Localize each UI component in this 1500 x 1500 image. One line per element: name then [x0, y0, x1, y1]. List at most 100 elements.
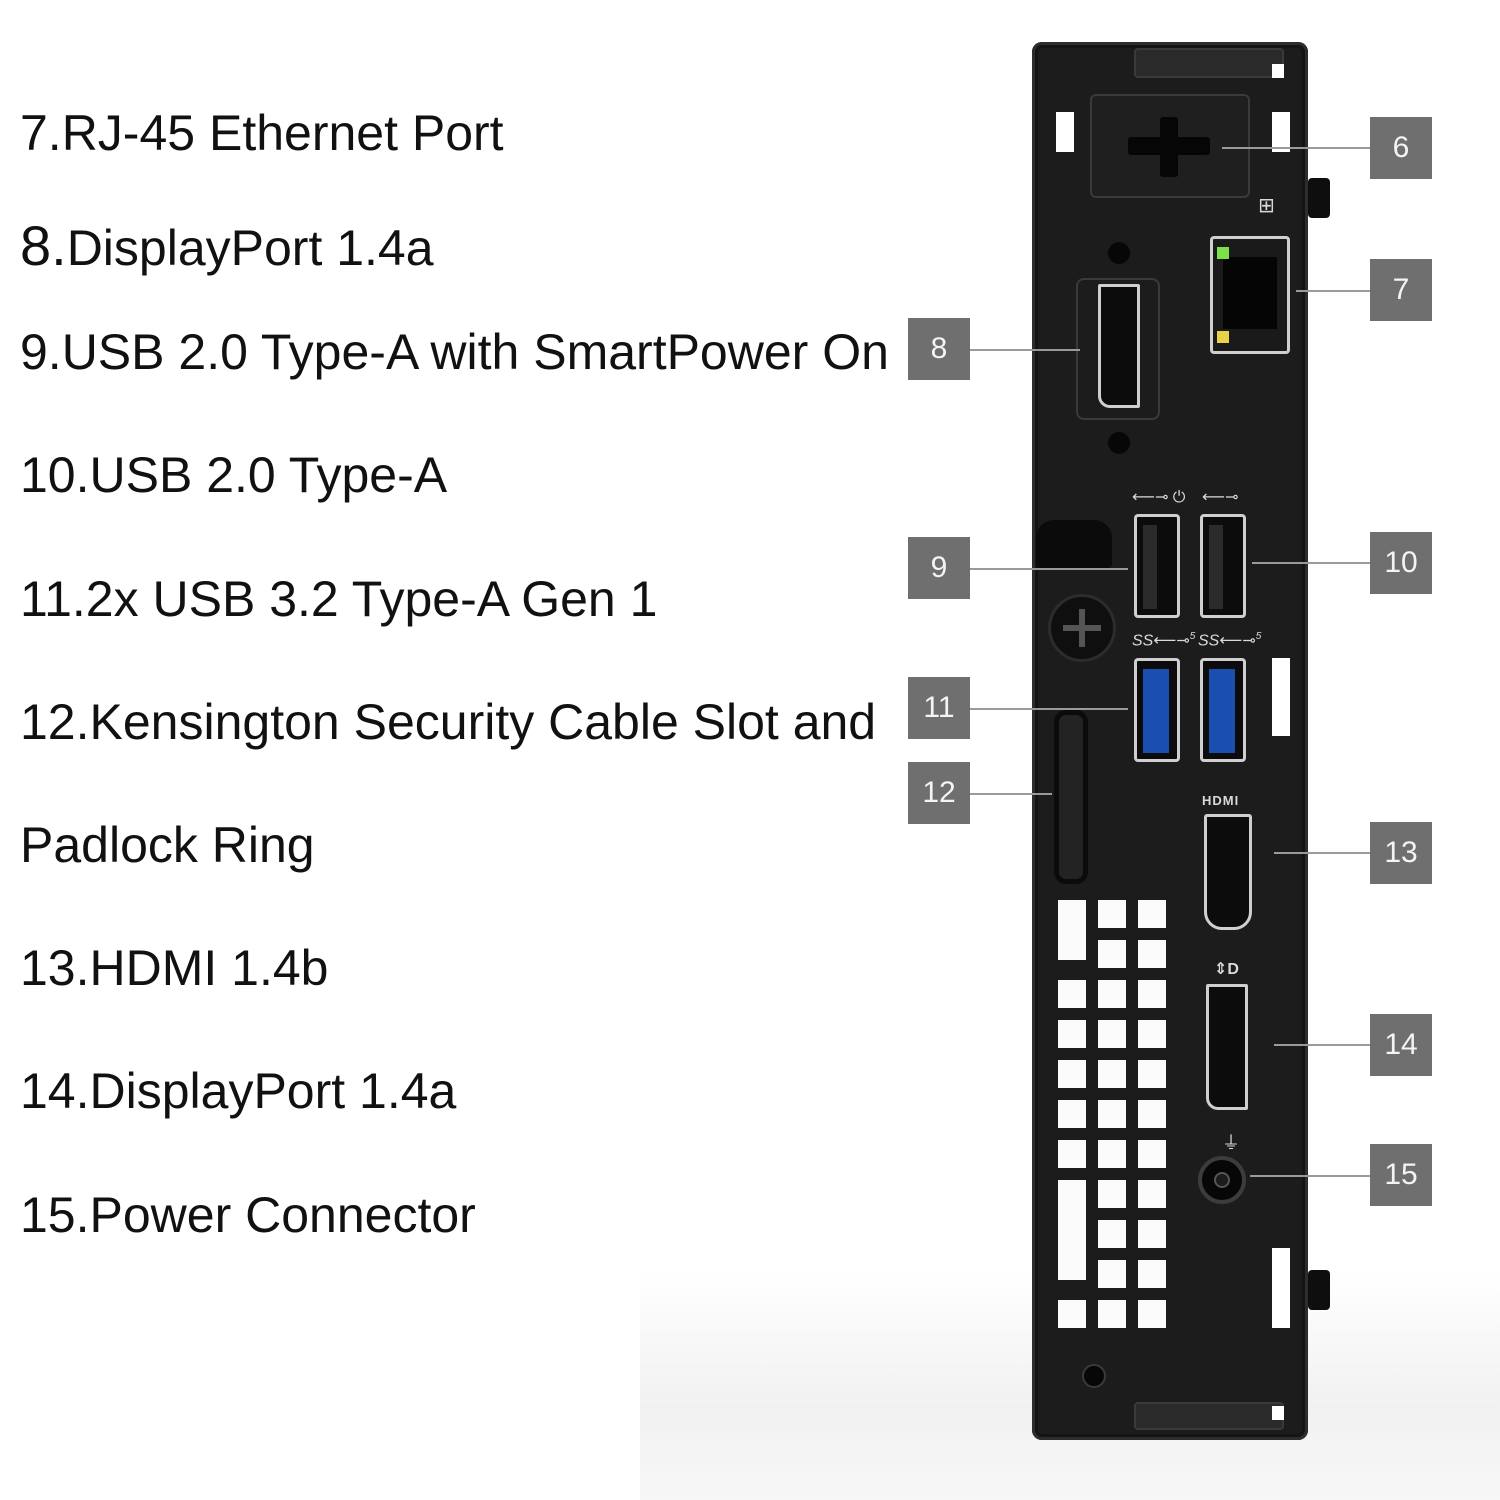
displayport-bottom [1206, 984, 1248, 1110]
screw-hole [1108, 242, 1130, 264]
kensington-lock-icon [1036, 520, 1112, 568]
vent-slot [1098, 1140, 1126, 1168]
legend-text: RJ-45 Ethernet Port [61, 105, 504, 161]
vent-slot [1058, 1180, 1086, 1280]
legend-item-9: 9. USB 2.0 Type-A with SmartPower On [20, 327, 889, 377]
antenna-cover [1090, 94, 1250, 198]
vent-slot [1058, 1060, 1086, 1088]
superspeed-label: SS [1198, 632, 1220, 650]
vent-slot [1098, 980, 1126, 1008]
side-screw-icon [1308, 1270, 1330, 1310]
callout-11: 11 [908, 677, 970, 739]
superspeed-icon: SS⟵⊸5 [1132, 631, 1196, 650]
legend-text: Padlock Ring [20, 817, 315, 873]
hdmi-label: HDMI [1202, 793, 1240, 808]
usb-tongue [1209, 525, 1223, 609]
vent-slot [1138, 1100, 1166, 1128]
legend-text: 2x USB 3.2 Type-A Gen 1 [85, 571, 658, 627]
ethernet-port [1210, 236, 1290, 354]
usb2-smartpower-port [1134, 514, 1180, 618]
vent-slot [1138, 1020, 1166, 1048]
legend-item-12: 12. Kensington Security Cable Slot and [20, 697, 876, 747]
callout-14: 14 [1370, 1014, 1432, 1076]
leader-line [1296, 290, 1370, 292]
legend-item-7: 7. RJ-45 Ethernet Port [20, 108, 504, 158]
legend-text: USB 2.0 Type-A with SmartPower On [61, 324, 889, 380]
network-icon: ⊞ [1258, 195, 1275, 217]
ethernet-led-green-icon [1217, 247, 1229, 259]
vent-slot [1098, 1220, 1126, 1248]
legend-text: DisplayPort 1.4a [66, 220, 434, 276]
vent-slot [1138, 1180, 1166, 1208]
power-plug-icon: ⏚ [1222, 1133, 1240, 1153]
vent-slot [1058, 1100, 1086, 1128]
usb-icon: ⟵⊸ [1202, 489, 1239, 506]
legend-number: 15. [20, 1187, 90, 1243]
vent-slot [1138, 940, 1166, 968]
vent-slot [1098, 940, 1126, 968]
vent-slot [1138, 1140, 1166, 1168]
vent-slot [1098, 1100, 1126, 1128]
superspeed-icon: SS⟵⊸5 [1198, 631, 1262, 650]
side-slot-left [1056, 112, 1074, 152]
hdmi-port [1204, 814, 1252, 930]
legend-number: 7. [20, 105, 62, 161]
power-connector [1198, 1156, 1246, 1204]
leader-line [1222, 147, 1372, 149]
vent-slot [1138, 1220, 1166, 1248]
leader-line [1252, 562, 1370, 564]
leader-line [968, 349, 1080, 351]
legend-item-13: 13. HDMI 1.4b [20, 943, 328, 993]
vent-slot [1058, 1300, 1086, 1328]
callout-6: 6 [1370, 117, 1432, 179]
legend-text: USB 2.0 Type-A [89, 447, 448, 503]
vent-slot [1098, 1180, 1126, 1208]
superspeed-gen: 5 [1255, 631, 1262, 642]
vent-slot [1138, 1060, 1166, 1088]
vent-slot [1098, 1060, 1126, 1088]
legend-number: 13. [20, 940, 90, 996]
legend-item-8: 8.DisplayPort 1.4a [20, 218, 434, 274]
legend-number: 14. [20, 1063, 90, 1119]
top-latch [1134, 48, 1284, 78]
leader-line [968, 793, 1052, 795]
usb3-port-left [1134, 658, 1180, 762]
vent-slot [1098, 1300, 1126, 1328]
callout-7: 7 [1370, 259, 1432, 321]
ethernet-led-amber-icon [1217, 331, 1229, 343]
legend-item-10: 10. USB 2.0 Type-A [20, 450, 447, 500]
side-slot-right [1272, 112, 1290, 152]
padlock-ring-icon [1054, 710, 1088, 884]
usb3-tongue [1209, 669, 1235, 753]
vent-slot [1138, 1300, 1166, 1328]
legend-text: HDMI 1.4b [89, 940, 329, 996]
callout-12: 12 [908, 762, 970, 824]
legend-number: 10. [20, 447, 90, 503]
legend-number: 9. [20, 324, 62, 380]
side-screw-icon [1308, 178, 1330, 218]
leader-line [1274, 1044, 1370, 1046]
bottom-latch [1134, 1402, 1284, 1430]
legend-text: DisplayPort 1.4a [89, 1063, 457, 1119]
leader-line [968, 708, 1128, 710]
usb3-port-right [1200, 658, 1246, 762]
leader-line [1274, 852, 1370, 854]
vent-slot [1138, 980, 1166, 1008]
usb-power-icon: ⟵⊸ ⏻ [1132, 489, 1186, 506]
legend-number: 12. [20, 694, 90, 750]
legend-item-12-continued: Padlock Ring [20, 820, 315, 870]
usb3-tongue [1143, 669, 1169, 753]
callout-15: 15 [1370, 1144, 1432, 1206]
legend-text: Power Connector [89, 1187, 476, 1243]
legend-item-15: 15. Power Connector [20, 1190, 476, 1240]
thumbscrew-icon [1048, 594, 1116, 662]
callout-9: 9 [908, 537, 970, 599]
leader-line [968, 568, 1128, 570]
side-slot-right-middle [1272, 658, 1290, 736]
legend-number: 8. [20, 214, 67, 277]
legend-number: 11. [20, 571, 86, 627]
vent-slot [1098, 1020, 1126, 1048]
power-pin [1214, 1172, 1230, 1188]
vent-slot [1138, 900, 1166, 928]
callout-13: 13 [1370, 822, 1432, 884]
